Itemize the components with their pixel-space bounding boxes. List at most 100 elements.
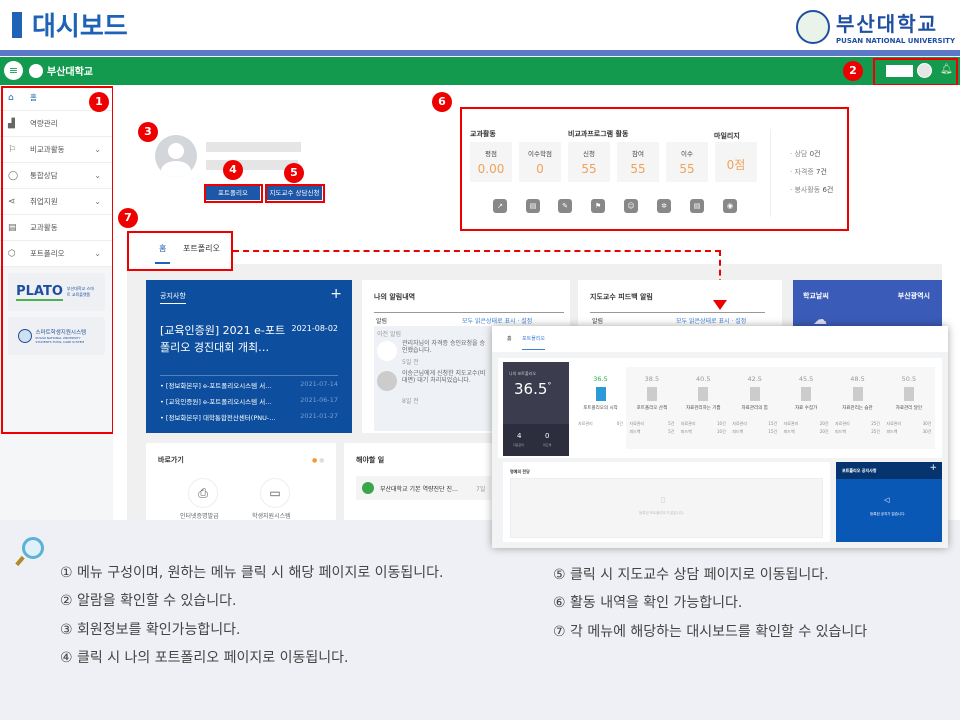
req-label: 피드백 bbox=[835, 429, 847, 434]
count-value: 4 bbox=[517, 432, 522, 440]
count-value: 0 bbox=[545, 432, 550, 440]
feedback-tab[interactable]: 알림 bbox=[592, 318, 604, 325]
instruction-7: ⑦ 각 메뉴에 해당하는 대시보드를 확인할 수 있습니다 bbox=[553, 624, 868, 640]
alarm-section: 이전 알림 bbox=[377, 331, 401, 338]
req-label: 피드백 bbox=[629, 429, 641, 434]
stat-mileage: 0점 bbox=[715, 142, 757, 182]
sidebar-item-counseling[interactable]: ◯통합상담⌄ bbox=[0, 163, 113, 189]
activity-icon[interactable]: ▤ bbox=[526, 199, 540, 213]
counsel-request-button[interactable]: 지도교수 상담신청 bbox=[267, 186, 322, 200]
tab-home[interactable]: 홈 bbox=[507, 336, 512, 342]
level-name: 자료관리 달인 bbox=[895, 406, 923, 411]
user-avatar[interactable] bbox=[917, 63, 932, 78]
user-name-placeholder bbox=[886, 65, 913, 77]
megaphone-icon: ◁ bbox=[884, 496, 890, 504]
shortcut-label[interactable]: 인터넷증명발급 bbox=[180, 513, 219, 520]
sidebar-item-career[interactable]: ⋖취업지원⌄ bbox=[0, 189, 113, 215]
share-icon: ⋖ bbox=[8, 196, 16, 207]
callout-connector bbox=[233, 250, 721, 252]
tab-portfolio[interactable]: 포트폴리오 bbox=[522, 335, 546, 350]
instructions-area: ① 메뉴 구성이며, 원하는 메뉴 클릭 시 해당 페이지로 이동됩니다. ② … bbox=[0, 520, 960, 720]
weather-title: 학교날씨 bbox=[803, 292, 829, 300]
stat-label: 이수 bbox=[681, 150, 693, 158]
req-value: 10건 bbox=[717, 429, 726, 434]
sidebar-item-portfolio[interactable]: ⬡포트폴리오⌄ bbox=[0, 241, 113, 267]
portfolio-notice-more-button[interactable]: + bbox=[929, 463, 937, 473]
portfolio-notice-header bbox=[836, 462, 942, 479]
sidebar-item-curricular[interactable]: ▤교과활동 bbox=[0, 215, 113, 241]
activity-icon[interactable]: ✎ bbox=[558, 199, 572, 213]
tab-portfolio[interactable]: 포트폴리오 bbox=[183, 244, 220, 253]
notice-item[interactable]: • [교육인증원] e-포트폴리오시스템 서…2021-06-17 bbox=[160, 396, 338, 406]
sidebar-item-competency[interactable]: ▟역량관리 bbox=[0, 111, 113, 137]
stat-label: 신청 bbox=[583, 150, 595, 158]
req-label: 피드백 bbox=[680, 429, 692, 434]
callout-box-5 bbox=[265, 184, 325, 203]
mark-all-read-link[interactable]: 모두 읽은상태로 표시 · 설정 bbox=[462, 318, 533, 325]
avatar bbox=[377, 341, 397, 361]
alarm-item-text[interactable]: 이승근님에게 신청한 지도교수(비대면) 대기 처리되었습니다. bbox=[402, 370, 486, 384]
level-requirement: 피드백 10건 bbox=[678, 429, 729, 435]
level-name: 자료관리하는 기쁨 bbox=[686, 406, 721, 411]
level-name: 포트폴리오 산책 bbox=[636, 406, 668, 411]
hamburger-menu-button[interactable]: ≡ bbox=[4, 61, 23, 80]
printer-icon[interactable]: ⎙ bbox=[188, 478, 218, 508]
monitor-icon[interactable]: ▭ bbox=[260, 478, 290, 508]
activity-icon[interactable]: ✲ bbox=[657, 199, 671, 213]
activity-icon[interactable]: ☺ bbox=[624, 199, 638, 213]
my-portfolio-score: 36.5° bbox=[514, 380, 551, 398]
sidebar-item-extracurricular[interactable]: ⚐비교과활동⌄ bbox=[0, 137, 113, 163]
req-label: 자료관리 bbox=[886, 421, 902, 426]
chevron-down-icon: ⌄ bbox=[94, 197, 101, 206]
sidebar: ⌂홈 ▟역량관리 ⚐비교과활동⌄ ◯통합상담⌄ ⋖취업지원⌄ ▤교과활동 ⬡포트… bbox=[0, 85, 113, 520]
todo-item-days: 7일 bbox=[476, 486, 486, 493]
shortcut-label[interactable]: 학생지원시스템 bbox=[252, 513, 291, 520]
flag-icon: ⚐ bbox=[8, 144, 17, 155]
activity-icon[interactable]: ▤ bbox=[690, 199, 704, 213]
weather-city: 부산광역시 bbox=[897, 292, 930, 300]
alarm-item-text[interactable]: 관리자님이 자격증 승인요청을 승인했습니다. bbox=[402, 340, 486, 354]
bell-icon[interactable]: 🔔︎ bbox=[940, 64, 953, 75]
activity-icon[interactable]: ↗ bbox=[493, 199, 507, 213]
carousel-dots[interactable]: ● ● bbox=[312, 457, 325, 464]
activity-icon[interactable]: ◉ bbox=[723, 199, 737, 213]
level-name: 자료 수집가 bbox=[795, 406, 818, 411]
level-temp: 42.5 bbox=[747, 375, 762, 383]
count-area: 4 자료관리 0 피드백 bbox=[503, 424, 569, 456]
stat-side-label: 상담 bbox=[794, 150, 808, 158]
stat-value: 55 bbox=[581, 162, 597, 176]
callout-badge-1: 1 bbox=[89, 92, 109, 112]
feedback-title: 지도교수 피드백 알림 bbox=[590, 293, 653, 301]
plato-title: PLATO bbox=[16, 283, 63, 301]
level-temp: 48.5 bbox=[850, 375, 865, 383]
portfolio-dashboard-preview: 홈 포트폴리오 나의 포트폴리오 36.5° 4 자료관리 0 피드백 36.5… bbox=[492, 326, 948, 548]
mark-all-read-link[interactable]: 모두 읽은상태로 표시 · 설정 bbox=[676, 318, 747, 325]
instruction-3: ③ 회원정보를 확인가능합니다. bbox=[60, 622, 241, 638]
cloud-icon: ☁ bbox=[813, 312, 827, 328]
callout-box-2 bbox=[873, 58, 958, 86]
activity-icon[interactable]: ⚑ bbox=[591, 199, 605, 213]
instruction-2: ② 알람을 확인할 수 있습니다. bbox=[60, 593, 237, 609]
notice-item[interactable]: • [정보화본부] 대학통합전산센터(PNU-…2021-01-27 bbox=[160, 412, 338, 422]
notice-item[interactable]: • [정보화본부] e-포트폴리오시스템 서…2021-07-14 bbox=[160, 380, 338, 390]
tab-home[interactable]: 홈 bbox=[155, 243, 171, 264]
magnifier-icon bbox=[22, 537, 44, 559]
alarm-tab[interactable]: 알림 bbox=[376, 318, 388, 325]
todo-item[interactable]: 부산대학교 기본 역량진단 진… 7일 bbox=[356, 476, 491, 500]
portfolio-button[interactable]: 포트폴리오 bbox=[206, 186, 260, 200]
app-logo[interactable]: 부산대학교 bbox=[29, 63, 93, 78]
notice-more-button[interactable]: + bbox=[330, 286, 342, 302]
app-header: ≡ 부산대학교 🔔︎ bbox=[0, 57, 960, 85]
level-icon bbox=[749, 387, 760, 401]
notice-item-date: 2021-01-27 bbox=[300, 412, 338, 420]
divider bbox=[770, 129, 771, 217]
notice-headline[interactable]: [교육인증원] 2021 e-포트폴리오 경진대회 개최… bbox=[160, 324, 286, 354]
